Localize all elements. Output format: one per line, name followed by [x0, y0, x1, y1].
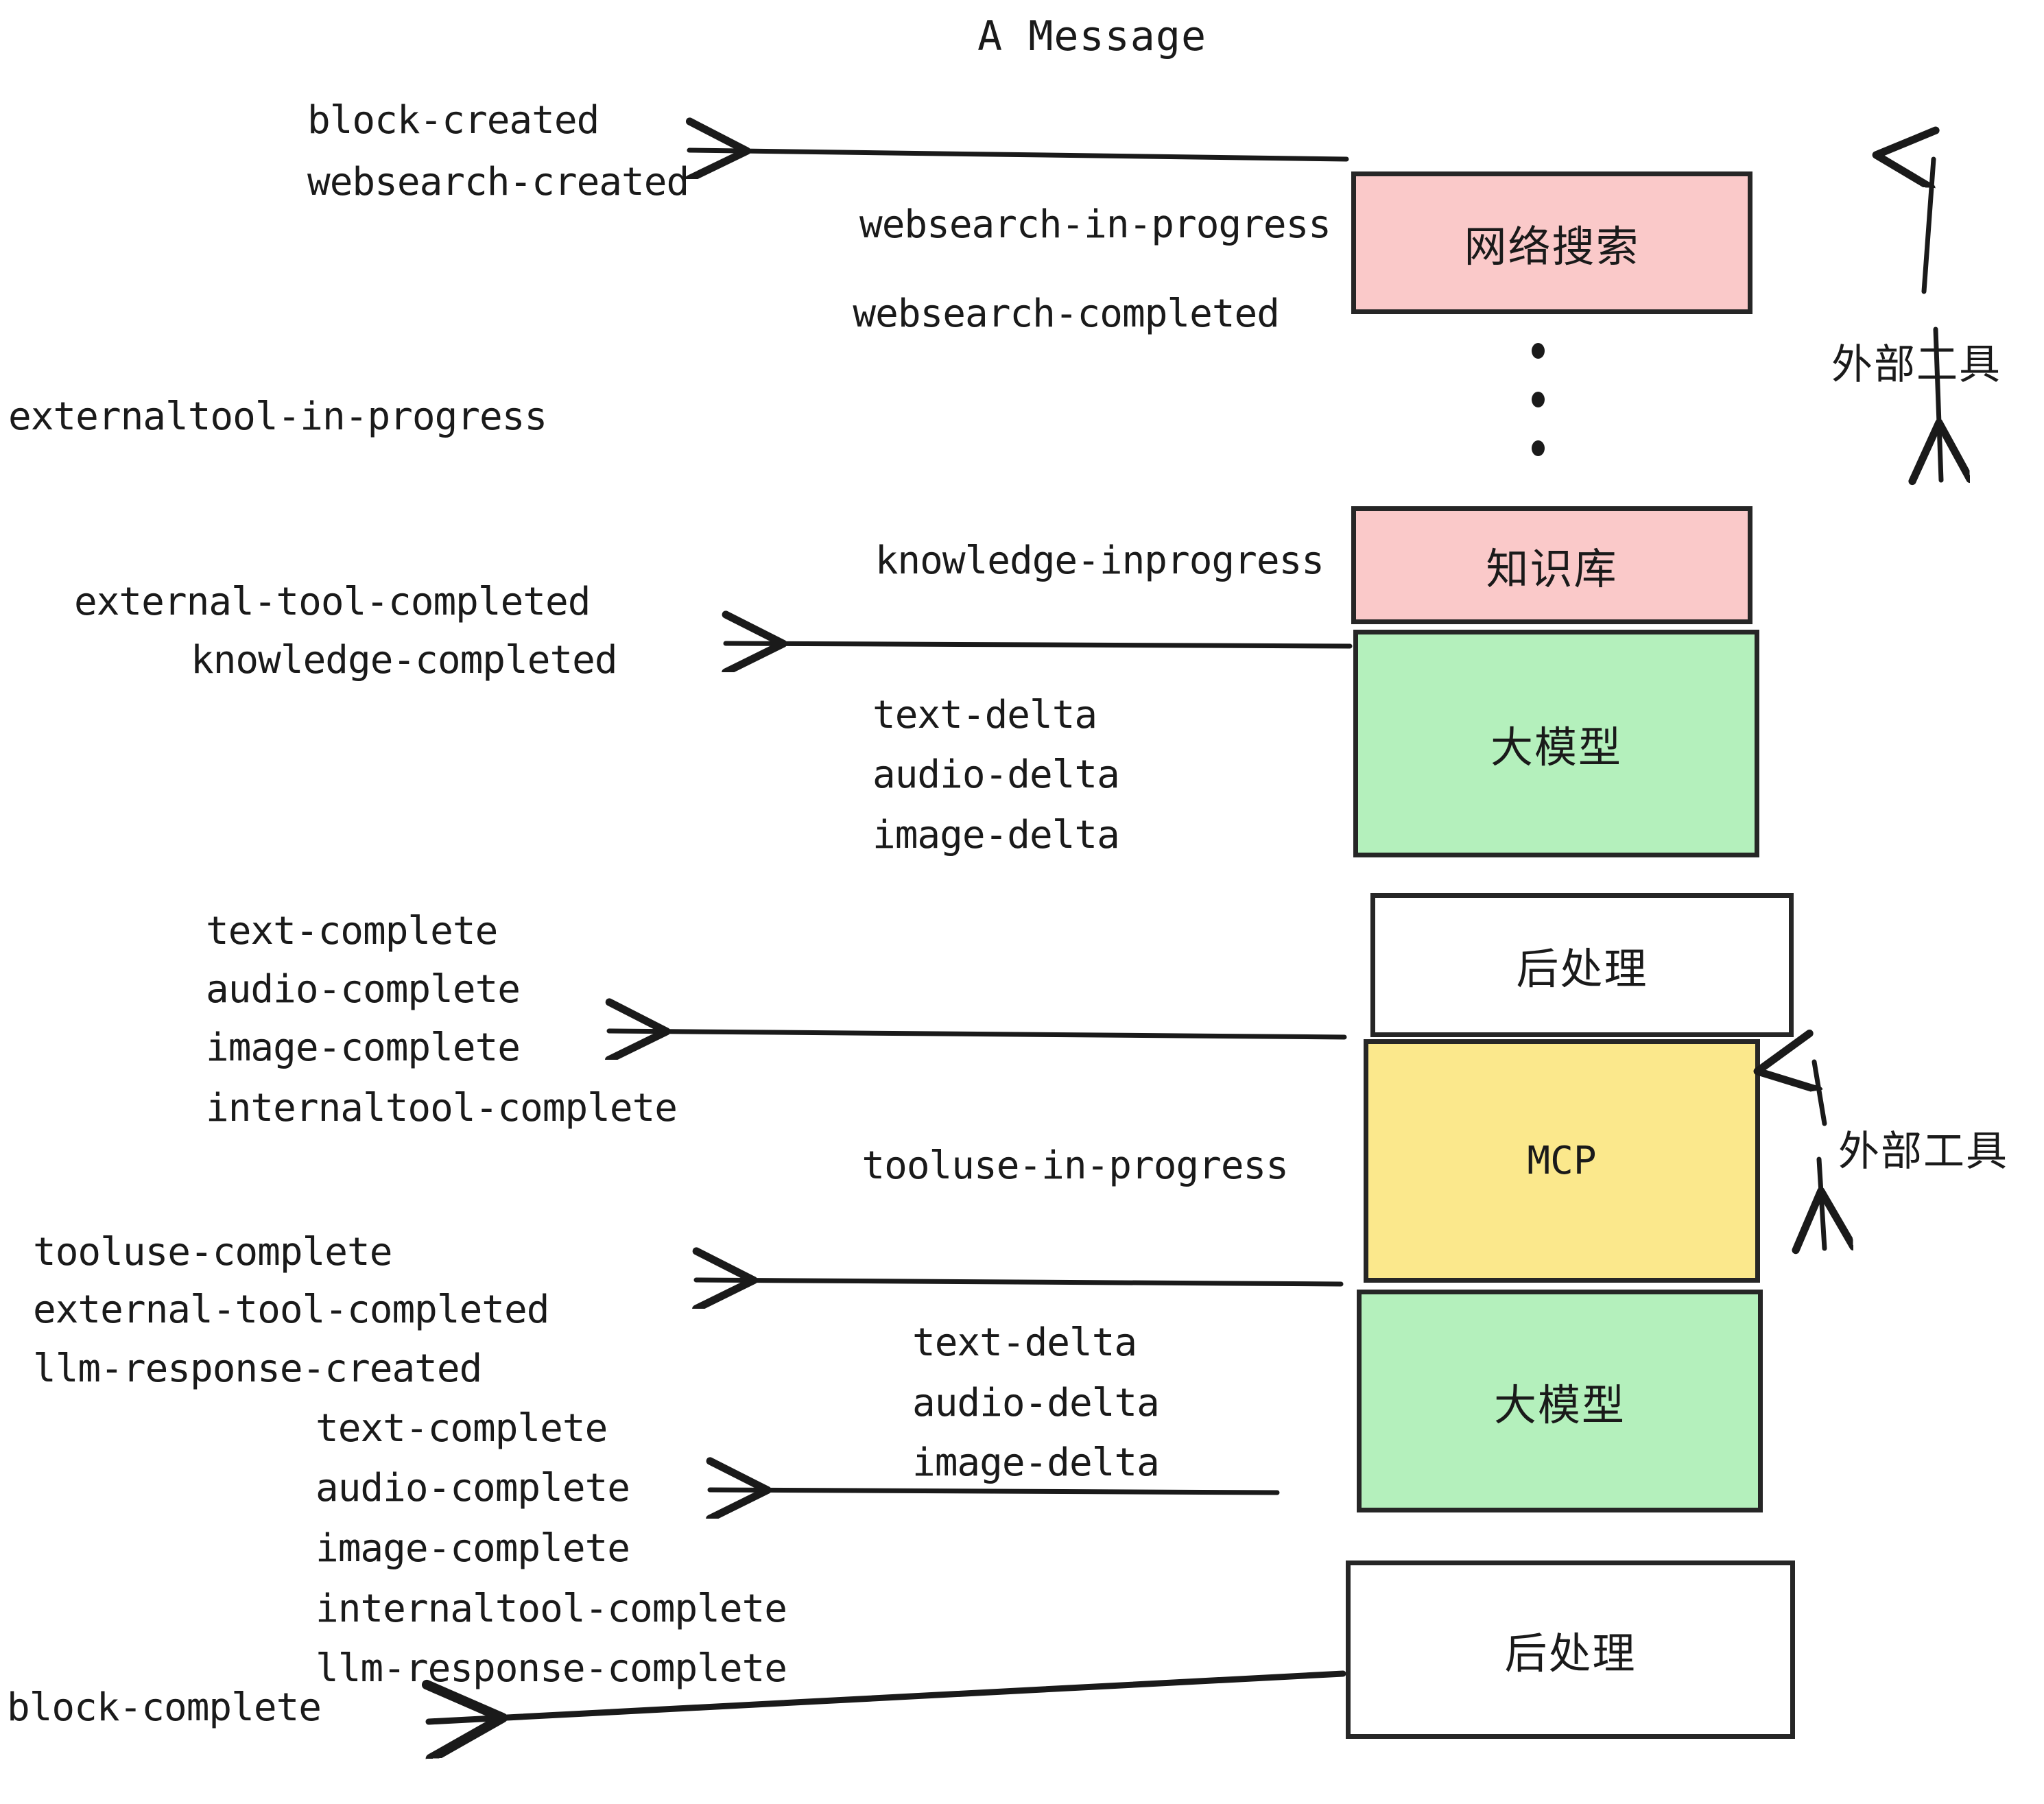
event-label-block-created: block-created — [307, 98, 599, 143]
node-label-postprocess-1: 后处理 — [1516, 944, 1648, 994]
vertical-ellipsis-icon — [1531, 343, 1545, 456]
event-label-audio-delta-1: audio-delta — [872, 752, 1120, 797]
node-box-postprocess-1[interactable]: 后处理 — [1370, 893, 1794, 1037]
arrow-websearch-to-block-created — [689, 150, 1349, 159]
event-label-internaltool-complete-2: internaltool-complete — [316, 1587, 787, 1631]
event-label-image-complete-1: image-complete — [206, 1025, 521, 1070]
node-label-websearch: 网络搜索 — [1464, 222, 1640, 272]
event-label-audio-delta-2: audio-delta — [912, 1381, 1160, 1425]
node-box-llm-2[interactable]: 大模型 — [1357, 1290, 1763, 1512]
arrow-external-tools-top-up — [1924, 159, 1934, 294]
event-label-audio-complete-2: audio-complete — [316, 1466, 630, 1510]
arrow-external-tools-bottom-down — [1819, 1156, 1825, 1248]
event-label-image-delta-1: image-delta — [872, 813, 1120, 857]
side-label-external-tools-top: 外部工具 — [1831, 341, 2001, 389]
event-label-block-complete: block-complete — [7, 1685, 322, 1730]
event-label-llm-response-complete: llm-response-complete — [316, 1646, 787, 1691]
side-label-external-tools-bottom: 外部工具 — [1838, 1128, 2008, 1176]
event-label-external-tool-completed-2: external-tool-completed — [33, 1287, 549, 1332]
node-label-knowledge: 知识库 — [1486, 544, 1618, 594]
node-label-llm-1: 大模型 — [1490, 722, 1622, 772]
node-box-postprocess-2[interactable]: 后处理 — [1346, 1560, 1795, 1739]
event-label-websearch-completed: websearch-completed — [853, 292, 1280, 336]
event-label-websearch-created: websearch-created — [307, 160, 689, 204]
event-label-text-delta-1: text-delta — [872, 693, 1097, 737]
event-label-image-delta-2: image-delta — [912, 1440, 1160, 1485]
arrow-knowledge-to-knowledge-completed — [726, 643, 1353, 646]
event-label-external-tool-completed-1: external-tool-completed — [74, 580, 591, 624]
event-label-text-complete-2: text-complete — [316, 1406, 608, 1451]
node-box-llm-1[interactable]: 大模型 — [1353, 630, 1759, 857]
node-label-llm-2: 大模型 — [1493, 1379, 1626, 1430]
node-box-knowledge[interactable]: 知识库 — [1351, 506, 1752, 624]
event-label-knowledge-completed: knowledge-completed — [191, 638, 618, 683]
node-box-mcp[interactable]: MCP — [1364, 1039, 1760, 1283]
arrow-llm2-to-audio-complete — [710, 1490, 1280, 1493]
diagram-title: A Message — [977, 12, 1207, 60]
event-label-tooluse-in-progress: tooluse-in-progress — [861, 1143, 1289, 1188]
arrow-mcp-to-tooluse-complete — [696, 1280, 1344, 1284]
event-label-text-complete-1: text-complete — [206, 909, 498, 953]
event-label-tooluse-complete: tooluse-complete — [33, 1230, 392, 1274]
node-label-mcp: MCP — [1527, 1139, 1597, 1183]
event-label-text-delta-2: text-delta — [912, 1320, 1137, 1365]
arrow-external-tools-bottom-up — [1814, 1062, 1827, 1126]
event-label-websearch-in-progress: websearch-in-progress — [859, 202, 1331, 247]
node-box-websearch[interactable]: 网络搜索 — [1351, 171, 1752, 314]
arrow-mcp-to-image-complete — [609, 1031, 1347, 1037]
event-label-knowledge-inprogress: knowledge-inprogress — [875, 538, 1324, 583]
node-label-postprocess-2: 后处理 — [1504, 1628, 1637, 1678]
event-label-llm-response-created: llm-response-created — [33, 1346, 482, 1391]
event-label-internaltool-complete-1: internaltool-complete — [206, 1086, 678, 1130]
event-label-externaltool-in-progress: externaltool-in-progress — [8, 394, 547, 439]
event-label-image-complete-2: image-complete — [316, 1526, 630, 1571]
event-label-audio-complete-1: audio-complete — [206, 967, 521, 1012]
